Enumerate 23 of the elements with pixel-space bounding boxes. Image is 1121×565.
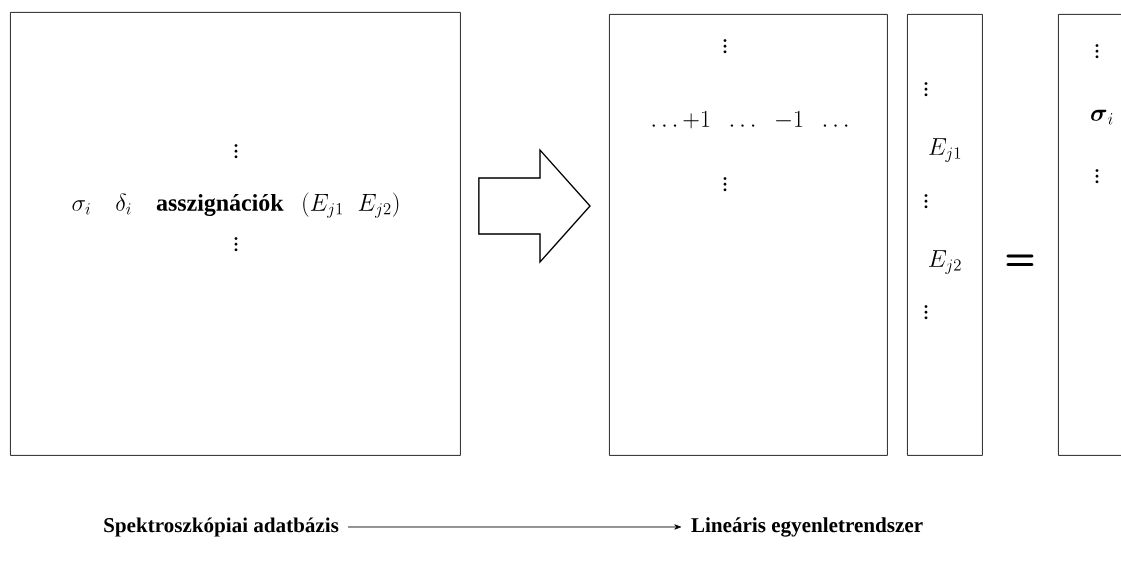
matrix-entry: $\vdots$ — [723, 39, 727, 54]
matrix-box — [609, 14, 888, 456]
matrix-entry: $\vdots$ — [924, 194, 928, 209]
matrix-entry: $E_{j2}$ — [928, 250, 961, 274]
matrix-entry: $\vdots$ — [1095, 44, 1099, 59]
matrix-entry: $\vdots$ — [234, 144, 238, 159]
arrow — [347, 524, 682, 530]
matrix-box — [907, 14, 983, 456]
matrix-entry: $E_{j1}$ — [928, 138, 961, 162]
caption-text: Spektroszkópiai adatbázis — [104, 517, 339, 537]
matrix-entry: $\dots{+}1\;\;\dots\;\;{-}1\;\;\dots$ — [652, 110, 848, 129]
matrix-entry: $\vdots$ — [924, 82, 928, 97]
matrix-entry: $\sigma_i \quad \delta_i \quad \textbf{asszignációk}\;\; \left(E_{j1}\;\; E_{j2}\right)$ — [72, 192, 399, 218]
block-arrow — [478, 148, 591, 264]
equals-sign: = — [1006, 254, 1034, 267]
matrix-entry: $\vdots$ — [234, 237, 238, 252]
matrix-entry: $\vdots$ — [1095, 169, 1099, 184]
matrix-box — [1058, 14, 1121, 456]
caption-text: Lineáris egyenletrendszer — [691, 517, 923, 537]
matrix-entry: $\vdots$ — [723, 177, 727, 192]
matrix-entry: $\boldsymbol{\sigma}_i$ — [1091, 109, 1113, 125]
matrix-entry: $\vdots$ — [924, 305, 928, 320]
matrix-box — [10, 12, 461, 456]
